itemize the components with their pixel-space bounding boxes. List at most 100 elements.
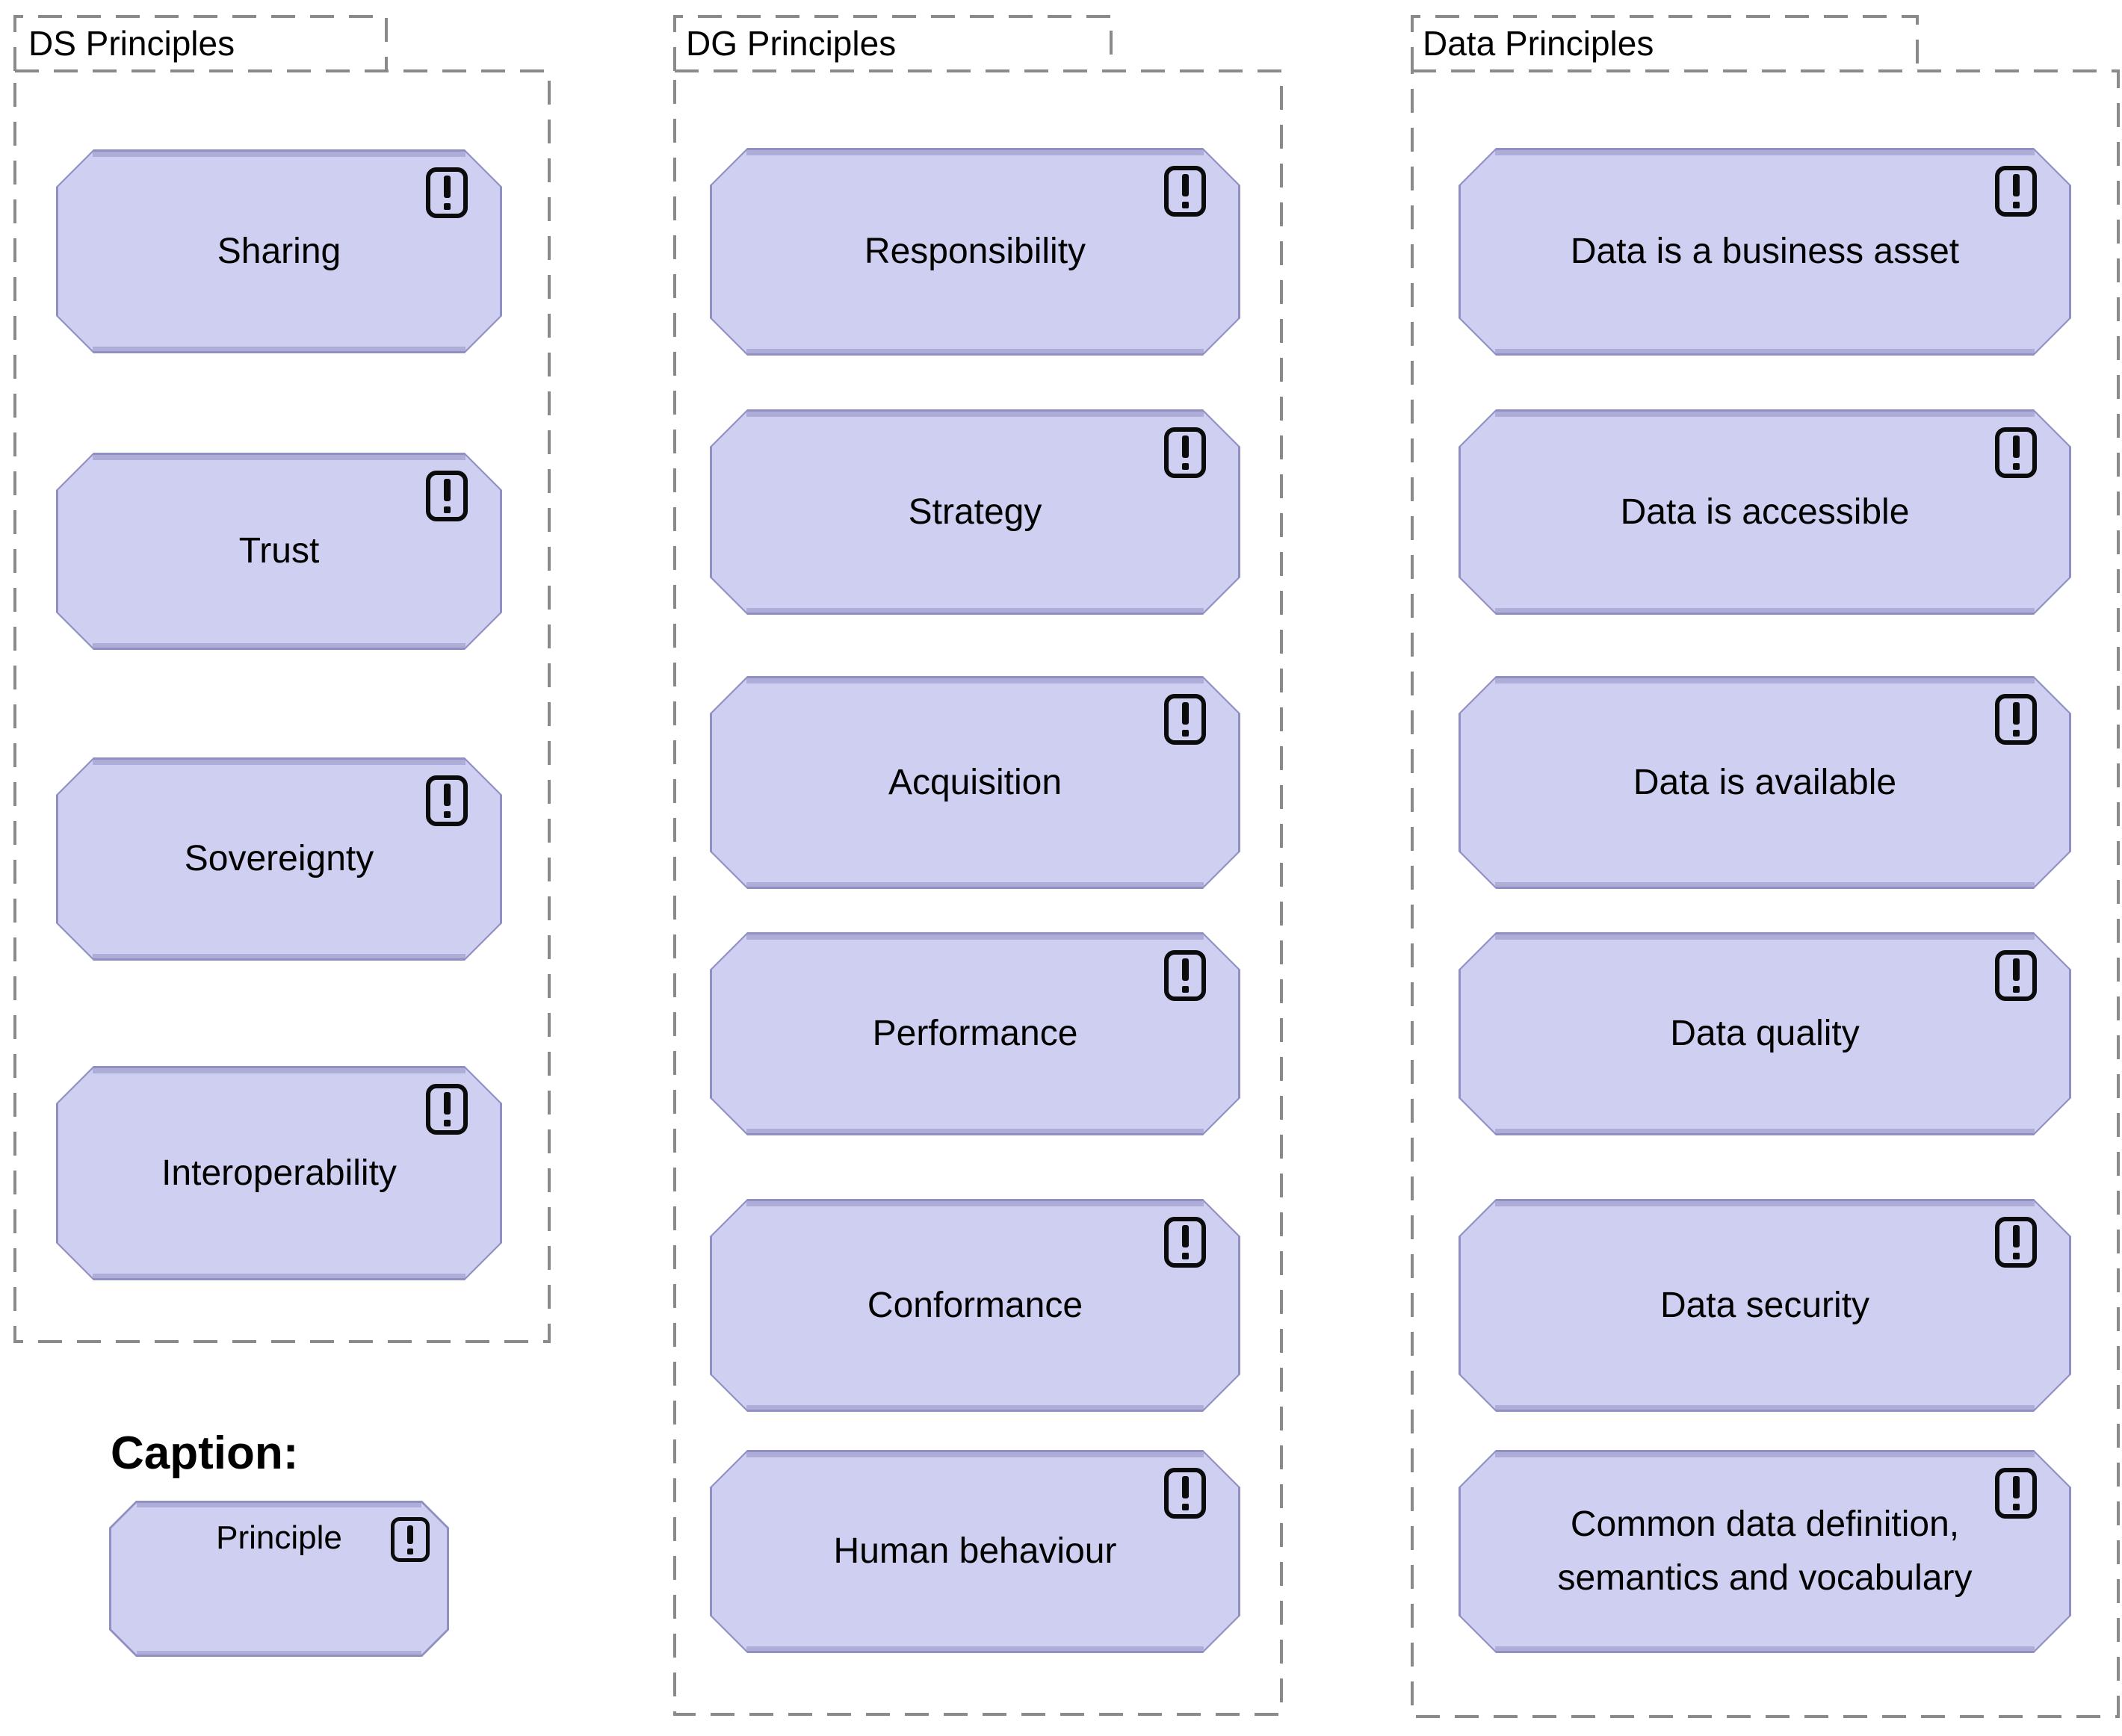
exclamation-bar <box>2012 702 2020 725</box>
exclamation-bar <box>443 784 451 806</box>
principle-label: Human behaviour <box>833 1531 1117 1571</box>
principle-data-security: Data security <box>1459 1199 2071 1412</box>
principle-data-is-accessible: Data is accessible <box>1459 409 2071 615</box>
exclamation-dot <box>407 1548 413 1554</box>
exclamation-dot <box>2012 202 2020 208</box>
exclamation-bar <box>2012 1476 2020 1498</box>
principle-exclamation-icon <box>426 1084 468 1135</box>
exclamation-bar <box>2012 1225 2020 1247</box>
exclamation-bar <box>1181 1476 1189 1498</box>
principle-octagon-fill <box>1461 678 2069 887</box>
principle-label: Acquisition <box>888 762 1062 802</box>
principle-octagon-fill <box>712 1452 1238 1651</box>
principle-label: Data is available <box>1633 762 1897 802</box>
principle-interoperability: Interoperability <box>56 1066 502 1280</box>
principle-exclamation-icon <box>1164 950 1206 1001</box>
principle-exclamation-icon <box>1995 1217 2037 1268</box>
exclamation-dot <box>1181 986 1189 993</box>
principle-label: Data quality <box>1670 1014 1860 1053</box>
principle-exclamation-icon <box>1995 694 2037 745</box>
principle-octagon-fill <box>1461 934 2069 1133</box>
exclamation-bar <box>1181 1225 1189 1247</box>
group-label-ds-principles: DS Principles <box>28 24 235 63</box>
principle-label: Interoperability <box>161 1153 397 1193</box>
group-label-data-principles: Data Principles <box>1423 24 1654 63</box>
principle-trust: Trust <box>56 453 502 650</box>
exclamation-dot <box>2012 730 2020 737</box>
exclamation-dot <box>1181 1253 1189 1259</box>
principle-octagon-fill <box>712 934 1238 1133</box>
principle-exclamation-icon <box>1995 1468 2037 1519</box>
principle-octagon-fill <box>1461 1201 2069 1410</box>
principle-octagon-fill <box>712 412 1238 613</box>
exclamation-bar <box>407 1525 413 1544</box>
principle-octagon-fill <box>1461 1452 2069 1651</box>
principle-octagon-fill <box>712 1201 1238 1410</box>
caption-title: Caption: <box>111 1427 299 1479</box>
exclamation-dot <box>1181 463 1189 470</box>
exclamation-bar <box>443 479 451 501</box>
exclamation-bar <box>1181 435 1189 458</box>
exclamation-dot <box>1181 202 1189 208</box>
principle-exclamation-icon <box>426 167 468 218</box>
principle-conformance: Conformance <box>710 1199 1240 1412</box>
principle-exclamation-icon <box>391 1517 430 1562</box>
exclamation-dot <box>2012 986 2020 993</box>
principle-label: Conformance <box>867 1285 1083 1325</box>
principle-label: Common data definition, semantics and vo… <box>1557 1504 1973 1598</box>
exclamation-dot <box>443 203 451 210</box>
principle-exclamation-icon <box>1995 166 2037 217</box>
principle-octagon-fill <box>712 150 1238 353</box>
principle-label: Data is a business asset <box>1570 232 1960 271</box>
legend-principle-label: Principle <box>216 1519 342 1556</box>
exclamation-bar <box>2012 958 2020 981</box>
data-principles-group-body-border <box>1411 69 2120 1718</box>
principle-strategy: Strategy <box>710 409 1240 615</box>
exclamation-dot <box>443 811 451 818</box>
principle-data-is-available: Data is available <box>1459 676 2071 889</box>
principle-label: Data security <box>1659 1285 1870 1325</box>
principle-human-behaviour: Human behaviour <box>710 1450 1240 1653</box>
legend-principle-box: Principle <box>109 1501 449 1657</box>
data-principles-group-tab-border <box>1411 15 1919 71</box>
exclamation-dot <box>2012 1253 2020 1259</box>
principle-label: Sharing <box>217 231 341 271</box>
principle-exclamation-icon <box>1995 950 2037 1001</box>
ds-principles-group-tab-border <box>13 15 388 71</box>
principle-octagon-fill <box>1461 412 2069 613</box>
exclamation-dot <box>1181 730 1189 737</box>
exclamation-bar <box>443 176 451 198</box>
exclamation-dot <box>2012 463 2020 470</box>
exclamation-dot <box>443 1120 451 1126</box>
principle-exclamation-icon <box>1164 166 1206 217</box>
principle-sovereignty: Sovereignty <box>56 757 502 961</box>
dg-principles-group-body-border <box>673 69 1283 1716</box>
exclamation-bar <box>443 1092 451 1115</box>
principle-label: Data is accessible <box>1620 492 1910 532</box>
exclamation-dot <box>2012 1504 2020 1510</box>
exclamation-bar <box>1181 958 1189 981</box>
principle-responsibility: Responsibility <box>710 148 1240 356</box>
principle-label: Sovereignty <box>184 839 374 878</box>
exclamation-dot <box>443 506 451 513</box>
principle-exclamation-icon <box>1164 694 1206 745</box>
exclamation-bar <box>2012 174 2020 196</box>
principle-acquisition: Acquisition <box>710 676 1240 889</box>
principle-exclamation-icon <box>426 775 468 826</box>
principle-label: Performance <box>872 1014 1078 1053</box>
principle-exclamation-icon <box>1164 1217 1206 1268</box>
exclamation-dot <box>1181 1504 1189 1510</box>
principle-performance: Performance <box>710 932 1240 1135</box>
exclamation-bar <box>1181 174 1189 196</box>
principle-label: Trust <box>238 531 320 571</box>
group-label-dg-principles: DG Principles <box>686 24 897 63</box>
principle-octagon-fill <box>712 678 1238 887</box>
principle-exclamation-icon <box>1995 427 2037 478</box>
principle-common-data-definition: Common data definition, semantics and vo… <box>1459 1450 2071 1653</box>
principle-exclamation-icon <box>426 471 468 521</box>
principle-label: Strategy <box>908 492 1042 532</box>
principle-data-is-a-business-asset: Data is a business asset <box>1459 148 2071 356</box>
exclamation-bar <box>1181 702 1189 725</box>
